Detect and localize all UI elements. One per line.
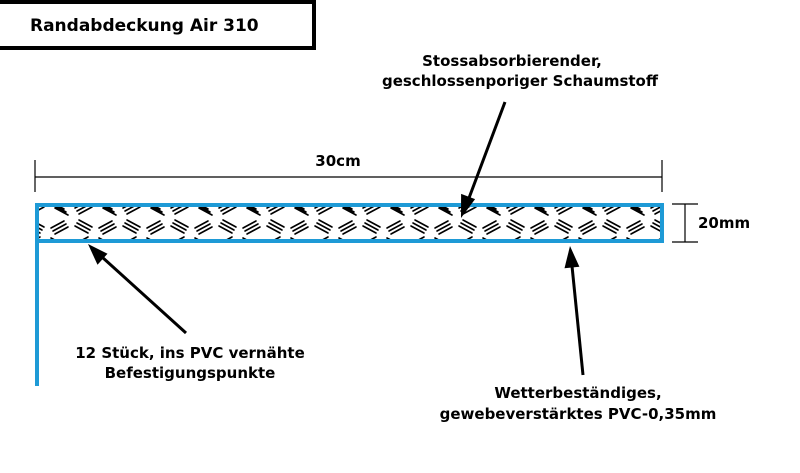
width-label: 30cm: [315, 152, 360, 170]
diagram-title: Randabdeckung Air 310: [30, 16, 259, 36]
fastening-points-arrow: [88, 244, 188, 335]
pvc-label-line1: Wetterbeständiges,: [494, 384, 661, 402]
foam-label-line1: Stossabsorbierender,: [422, 52, 602, 70]
title-box: [0, 0, 316, 50]
foam-label-line2: geschlossenporiger Schaumstoff: [382, 72, 659, 90]
width-dimension: [34, 160, 663, 192]
fastening-points-label-line1: 12 Stück, ins PVC vernähte: [75, 344, 305, 362]
height-label: 20mm: [698, 214, 750, 232]
height-dimension: [672, 203, 698, 243]
foam-core: [37, 205, 662, 241]
foam-arrow: [461, 101, 507, 218]
fastening-points-label-line2: Befestigungspunkte: [105, 364, 276, 382]
pvc-cover-top: [35, 203, 664, 243]
pvc-arrow: [564, 246, 585, 376]
pvc-label-line2: gewebeverstärktes PVC-0,35mm: [440, 405, 717, 423]
